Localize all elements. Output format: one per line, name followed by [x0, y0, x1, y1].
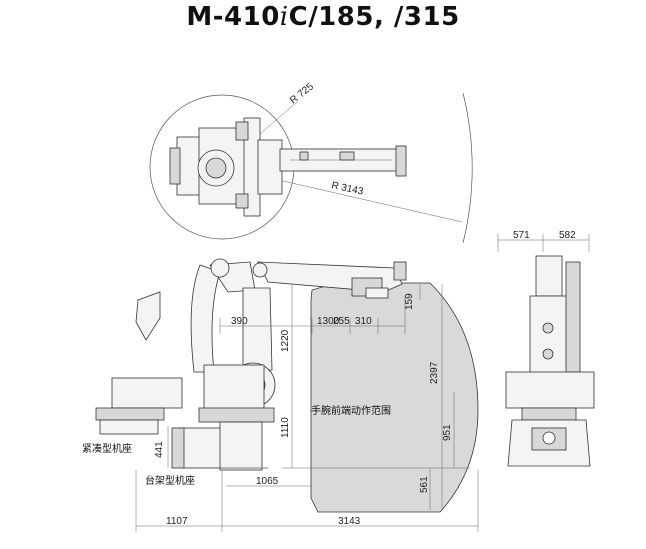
side-dimension-lines: [135, 284, 479, 532]
dim-255: 255: [333, 316, 350, 327]
compact-base: [95, 291, 183, 435]
dim-441: 441: [154, 441, 165, 458]
dim-1220: 1220: [280, 329, 291, 352]
dim-1300: 1300: [317, 316, 340, 327]
dim-159: 159: [404, 293, 415, 310]
title-italic-i: i: [279, 2, 289, 32]
outer-radius-arc: [462, 92, 473, 244]
r725-label: R 725: [288, 81, 316, 106]
workspace-label: 手腕前端动作范围: [311, 404, 391, 417]
top-view: R 725 R 3143: [149, 81, 473, 244]
side-view: 390 1300 255 310 159 1220 1110 2397 951 …: [82, 258, 479, 532]
robot-top-body: [169, 117, 407, 217]
title-model: M-410: [186, 2, 280, 32]
dim-390: 390: [231, 316, 248, 327]
dim-1107: 1107: [166, 516, 188, 527]
rack-base-label: 台架型机座: [145, 474, 195, 487]
dim-582: 582: [559, 230, 576, 241]
dim-561: 561: [419, 476, 430, 493]
robot-side-body: [190, 258, 407, 423]
dim-2397: 2397: [429, 361, 440, 384]
dim-1110: 1110: [280, 417, 291, 438]
dim-310: 310: [355, 316, 372, 327]
front-view: 571 582: [497, 230, 595, 467]
rack-base: [171, 421, 268, 471]
dim-3143: 3143: [338, 516, 361, 527]
workspace-envelope: [310, 282, 479, 513]
compact-base-label: 紧凑型机座: [82, 442, 132, 455]
dim-571: 571: [513, 230, 530, 241]
title-variants: C/185, /315: [288, 2, 460, 32]
dim-951: 951: [442, 424, 453, 441]
robot-front-body: [505, 255, 595, 467]
r3143-label: R 3143: [330, 180, 364, 198]
page-title: M-410iC/185, /315: [0, 2, 646, 32]
dim-1065: 1065: [256, 476, 279, 487]
